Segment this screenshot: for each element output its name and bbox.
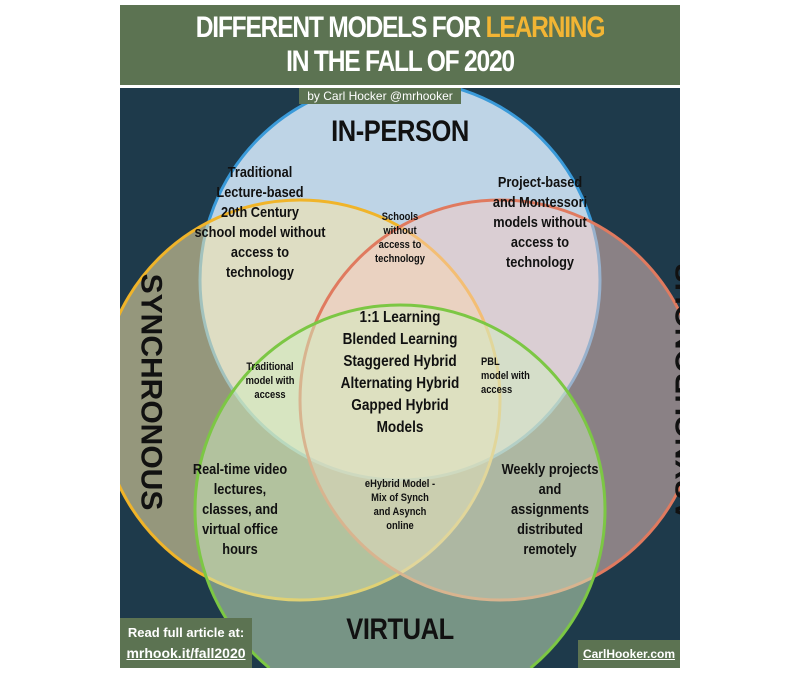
label-synchronous: SYNCHRONOUS (134, 273, 168, 511)
region-line: and (538, 481, 562, 498)
label-asynchronous: ASYNCHRONOUS (670, 262, 680, 522)
region-line: school model without (194, 224, 326, 241)
region-line: models without (493, 214, 587, 231)
region-line: Weekly projects (501, 461, 599, 478)
region-line: technology (225, 264, 294, 281)
region-line: without (383, 225, 417, 237)
venn-poster: DIFFERENT MODELS FOR LEARNING IN THE FAL… (120, 5, 680, 668)
region-line: eHybrid Model - (364, 478, 436, 490)
region-sync-virtual: Real-time video lectures, classes, and virt… (172, 460, 308, 560)
region-virtual-only: eHybrid Model - Mix of Synch and Asynch onl… (353, 477, 447, 533)
region-line: distributed (517, 521, 583, 538)
region-line: access (254, 389, 286, 401)
region-async-in-person: Project-based and Montessori models withou… (476, 173, 604, 273)
region-line: Models (376, 419, 424, 436)
header: DIFFERENT MODELS FOR LEARNING IN THE FAL… (120, 5, 680, 88)
region-line: access to (230, 244, 290, 261)
region-line: Alternating Hybrid (340, 375, 460, 392)
region-line: technology (375, 253, 425, 265)
site-link[interactable]: CarlHooker.com (582, 647, 676, 661)
region-line: classes, and (202, 501, 278, 518)
region-line: lectures, (213, 481, 267, 498)
region-line: remotely (523, 541, 577, 558)
region-line: Lecture-based (216, 184, 304, 201)
region-async-virtual: Weekly projects and assignments distributed… (482, 460, 618, 560)
region-in-person-only: Schools without access to technology (358, 210, 443, 266)
article-link-box: Read full article at: mrhook.it/fall2020 (120, 618, 252, 668)
label-in-person: IN-PERSON (331, 115, 469, 148)
region-line: model with (245, 375, 295, 387)
region-line: 1:1 Learning (359, 309, 441, 326)
article-link[interactable]: mrhook.it/fall2020 (126, 645, 246, 661)
site-link-box: CarlHooker.com (578, 640, 680, 668)
region-line: Real-time video (192, 461, 288, 478)
region-line: access to (378, 239, 422, 251)
region-async-in-person-virtual: PBL model with access (481, 355, 549, 397)
region-line: and Asynch (373, 506, 427, 518)
title-line-2: IN THE FALL OF 2020 (286, 45, 515, 78)
region-line: access to (510, 234, 570, 251)
circle-virtual-outline (193, 303, 607, 668)
region-sync-in-person-virtual: Traditional model with access (228, 360, 313, 402)
region-line: model with (481, 370, 530, 382)
region-line: technology (505, 254, 574, 271)
region-line: Traditional (227, 164, 293, 181)
region-line: Mix of Synch (371, 492, 429, 504)
region-line: virtual office (202, 521, 278, 538)
region-line: PBL (481, 356, 500, 368)
region-line: Staggered Hybrid (343, 353, 457, 370)
region-line: and Montessori (492, 194, 588, 211)
region-line: access (481, 384, 513, 396)
region-line: Blended Learning (342, 331, 458, 348)
region-line: hours (222, 541, 258, 558)
region-line: Gapped Hybrid (351, 397, 449, 414)
byline: by Carl Hocker @mrhooker (299, 88, 461, 104)
title-accent: LEARNING (485, 11, 606, 44)
region-line: Schools (381, 211, 419, 223)
region-line: 20th Century (221, 204, 299, 221)
region-line: Traditional (246, 361, 294, 373)
region-line: assignments (511, 501, 589, 518)
read-label: Read full article at: (127, 625, 245, 640)
label-virtual: VIRTUAL (346, 613, 454, 646)
venn-circles (120, 78, 680, 668)
region-line: Project-based (497, 174, 583, 191)
region-line: online (386, 520, 414, 532)
circle-virtual (195, 304, 605, 668)
title-line-1: DIFFERENT MODELS FOR LEARNING (195, 11, 606, 44)
